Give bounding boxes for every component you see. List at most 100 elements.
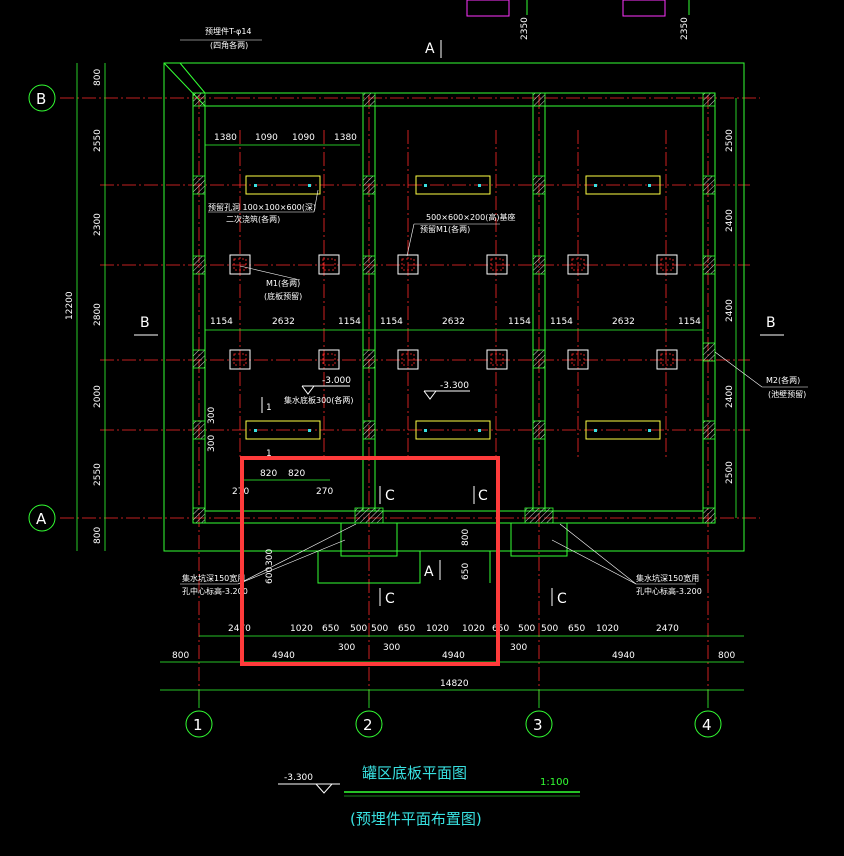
dim-left-4: 2000 bbox=[93, 385, 103, 408]
note-m2: M2(各两) bbox=[766, 375, 800, 385]
dim-b2-3: 300 bbox=[383, 643, 400, 653]
dim-top-2350-a: 2350 bbox=[520, 17, 530, 40]
dim-mid-6: 1154 bbox=[550, 317, 573, 327]
dim-mid-8: 1154 bbox=[678, 317, 701, 327]
note-sump-left-sub: 孔中心标高-3.200 bbox=[182, 586, 248, 596]
section-C-2: C bbox=[385, 591, 395, 607]
section-B-right: B bbox=[766, 315, 776, 331]
dim-row-top-1: 1090 bbox=[255, 133, 278, 143]
dim-pit-1: 820 bbox=[288, 469, 305, 479]
pad-inner bbox=[233, 258, 674, 366]
dim-pit-3: 270 bbox=[316, 487, 333, 497]
note-m1-sub: (底板预留) bbox=[264, 291, 302, 301]
dim-right-2: 2400 bbox=[725, 299, 735, 322]
section-A-bottom: A bbox=[424, 564, 434, 580]
dim-left-total: 12200 bbox=[65, 291, 75, 320]
section-1-b: 1 bbox=[266, 449, 272, 459]
note-sump-left: 集水坑深150宽用 bbox=[182, 573, 245, 583]
outer-wall bbox=[192, 92, 716, 524]
note-sump-slab: 集水底板300(各两) bbox=[284, 395, 354, 405]
note-hole-sub: 二次浇筑(各两) bbox=[226, 214, 280, 224]
section-A-top: A bbox=[425, 41, 435, 57]
dim-pit-v-2: 300 bbox=[265, 549, 275, 566]
dim-left-0: 800 bbox=[93, 69, 103, 86]
slab-outline bbox=[163, 62, 745, 584]
dim-b2-2: 300 bbox=[338, 643, 355, 653]
note-m2-sub: (池壁预留) bbox=[768, 389, 806, 399]
dim-mid-2: 1154 bbox=[338, 317, 361, 327]
note-base-sub: 预留M1(各两) bbox=[420, 224, 470, 234]
embed-strip bbox=[415, 175, 491, 195]
axis-label-2: 2 bbox=[363, 716, 373, 734]
embed-strips bbox=[245, 175, 661, 440]
dim-b1-7: 1020 bbox=[462, 624, 485, 634]
dim-b2-4: 4940 bbox=[442, 651, 465, 661]
dim-pit-v-0: 300 bbox=[207, 407, 217, 424]
drawing-scale: 1:100 bbox=[540, 777, 569, 788]
title-elevation-tag: -3.300 bbox=[284, 773, 313, 783]
note-sump-right-sub: 孔中心标高-3.200 bbox=[636, 586, 702, 596]
dim-left-3: 2800 bbox=[93, 303, 103, 326]
dim-mid-0: 1154 bbox=[210, 317, 233, 327]
axis-label-A: A bbox=[36, 510, 47, 528]
dim-b1-9: 500 bbox=[518, 624, 535, 634]
dim-row-top-3: 1380 bbox=[334, 133, 357, 143]
magenta-tag-left bbox=[466, 0, 510, 17]
dim-left-5: 2550 bbox=[93, 463, 103, 486]
dim-b1-6: 1020 bbox=[426, 624, 449, 634]
dim-b1-13: 2470 bbox=[656, 624, 679, 634]
axis-label-1: 1 bbox=[193, 716, 203, 734]
dim-mid-4: 2632 bbox=[442, 317, 465, 327]
dim-b1-11: 650 bbox=[568, 624, 585, 634]
section-C-3: C bbox=[478, 488, 488, 504]
dim-pit-v-1: 300 bbox=[207, 435, 217, 452]
dim-total: 14820 bbox=[440, 679, 469, 689]
dim-left-2: 2300 bbox=[93, 213, 103, 236]
dim-b2-7: 800 bbox=[718, 651, 735, 661]
dim-b1-4: 500 bbox=[371, 624, 388, 634]
inner-wall bbox=[204, 105, 704, 512]
dim-row-top-2: 1090 bbox=[292, 133, 315, 143]
dim-mid-3: 1154 bbox=[380, 317, 403, 327]
dim-row-top-0: 1380 bbox=[214, 133, 237, 143]
elevation-a: -3.000 bbox=[322, 376, 351, 386]
elevation-b: -3.300 bbox=[440, 381, 469, 391]
dim-pit-0: 820 bbox=[260, 469, 277, 479]
embed-holes bbox=[254, 184, 651, 432]
axis-label-4: 4 bbox=[702, 716, 712, 734]
note-hole: 预留孔洞 100×100×600(深) bbox=[208, 202, 316, 212]
dim-mid-1: 2632 bbox=[272, 317, 295, 327]
section-C-4: C bbox=[557, 591, 567, 607]
embed-strip bbox=[245, 175, 321, 195]
leader-lines bbox=[237, 189, 763, 585]
equipment-pads bbox=[229, 254, 678, 370]
dim-mid-5: 1154 bbox=[508, 317, 531, 327]
section-1-a: 1 bbox=[266, 403, 272, 413]
dim-b1-10: 500 bbox=[541, 624, 558, 634]
dim-left-1: 2550 bbox=[93, 129, 103, 152]
dim-b1-5: 650 bbox=[398, 624, 415, 634]
dim-right-0: 2500 bbox=[725, 129, 735, 152]
embed-strip bbox=[245, 420, 321, 440]
dim-b1-2: 650 bbox=[322, 624, 339, 634]
axis-label-3: 3 bbox=[533, 716, 543, 734]
dim-pit-v-5: 650 bbox=[461, 563, 471, 580]
wall-columns bbox=[192, 92, 716, 524]
dim-pit-v-3: 800 bbox=[461, 529, 471, 546]
dim-right-3: 2400 bbox=[725, 385, 735, 408]
embed-strip bbox=[415, 420, 491, 440]
note-base: 500×600×200(高)基座 bbox=[426, 212, 515, 222]
dim-b1-1: 1020 bbox=[290, 624, 313, 634]
section-B-left: B bbox=[140, 315, 150, 331]
note-embed-t-sub: (四角各两) bbox=[210, 40, 248, 50]
magenta-tag-right bbox=[622, 0, 666, 17]
note-sump-right: 集水坑深150宽用 bbox=[636, 573, 699, 583]
note-embed-t: 预埋件T-φ14 bbox=[205, 26, 252, 36]
top-tags: 2350 2350 bbox=[466, 0, 690, 40]
dim-left-6: 800 bbox=[93, 527, 103, 544]
dim-b2-0: 800 bbox=[172, 651, 189, 661]
dim-right-1: 2400 bbox=[725, 209, 735, 232]
dim-pit-v-4: 600 bbox=[265, 567, 275, 584]
note-m1: M1(各两) bbox=[266, 278, 300, 288]
